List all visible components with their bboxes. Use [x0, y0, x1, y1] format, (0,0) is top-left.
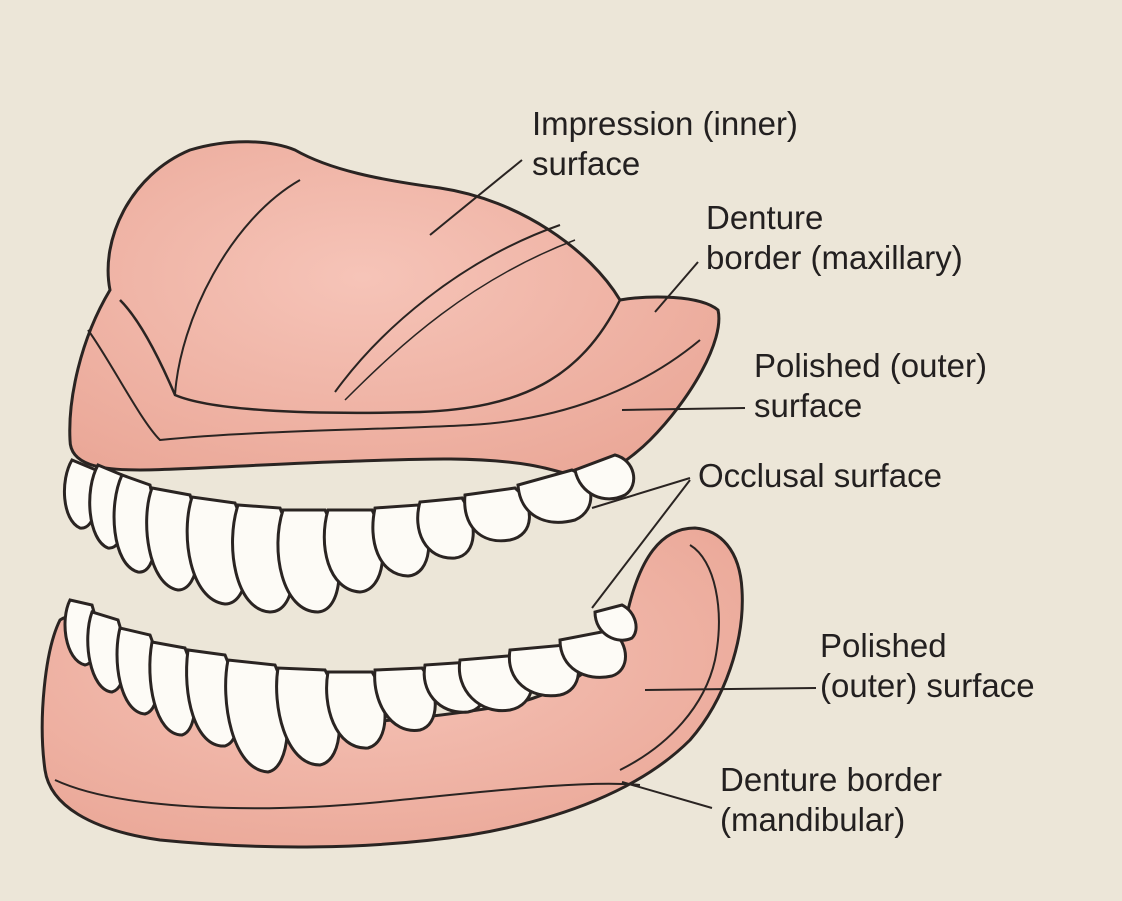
- label-border-mand-line1: Denture border: [720, 760, 942, 800]
- label-border-mand-line2: (mandibular): [720, 800, 942, 840]
- label-impression-line1: Impression (inner): [532, 104, 798, 144]
- label-occlusal-surface: Occlusal surface: [698, 456, 942, 496]
- label-border-max-line1: Denture: [706, 198, 963, 238]
- maxillary-denture-base: [70, 142, 719, 480]
- upper-teeth: [64, 455, 633, 612]
- label-polished-lower-line1: Polished: [820, 626, 1035, 666]
- label-polished-surface-upper: Polished (outer) surface: [754, 346, 987, 426]
- label-occlusal-line1: Occlusal surface: [698, 456, 942, 496]
- label-impression-line2: surface: [532, 144, 798, 184]
- label-polished-upper-line2: surface: [754, 386, 987, 426]
- label-border-max-line2: border (maxillary): [706, 238, 963, 278]
- label-polished-lower-line2: (outer) surface: [820, 666, 1035, 706]
- label-denture-border-mandibular: Denture border (mandibular): [720, 760, 942, 840]
- label-polished-upper-line1: Polished (outer): [754, 346, 987, 386]
- mandibular-border-leader: [622, 782, 712, 808]
- label-impression-surface: Impression (inner) surface: [532, 104, 798, 184]
- label-polished-surface-lower: Polished (outer) surface: [820, 626, 1035, 706]
- label-denture-border-maxillary: Denture border (maxillary): [706, 198, 963, 278]
